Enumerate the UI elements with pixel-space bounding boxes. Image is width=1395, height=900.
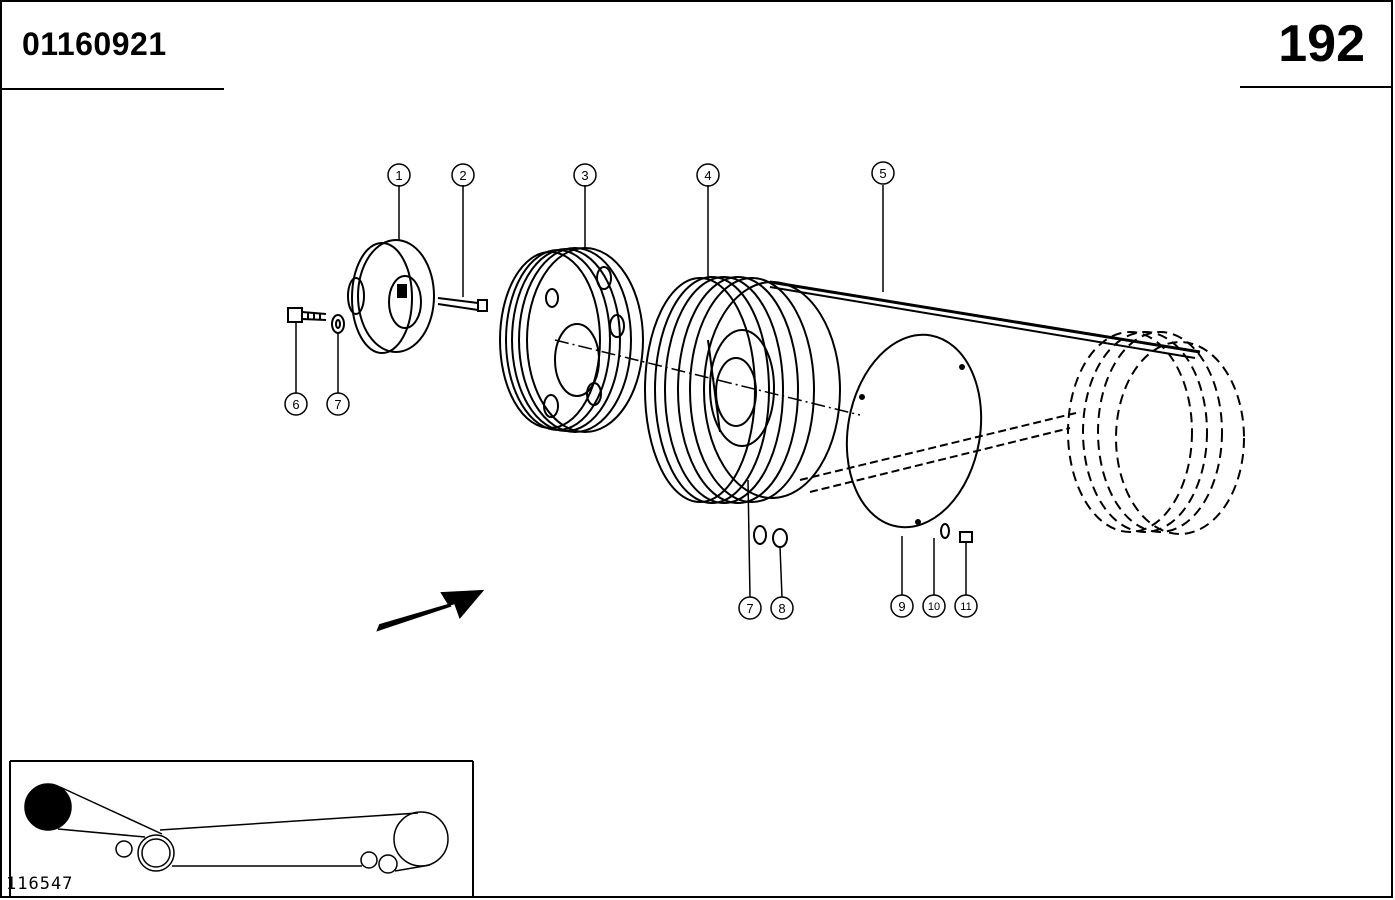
figure-number: 116547 xyxy=(6,874,74,894)
callout-11: 11 xyxy=(960,601,971,613)
part-cover-disc xyxy=(845,333,983,529)
part-hub-flange xyxy=(347,239,435,354)
callouts xyxy=(284,161,978,620)
leader-lines xyxy=(295,185,967,598)
callout-5: 5 xyxy=(879,166,886,181)
part-belt xyxy=(769,280,1201,493)
callout-8: 8 xyxy=(778,601,785,616)
direction-arrow xyxy=(376,589,485,632)
callout-3: 3 xyxy=(581,168,588,183)
part-pin xyxy=(437,297,488,312)
callout-4: 4 xyxy=(704,168,711,183)
callout-7-lower: 7 xyxy=(746,601,753,616)
driven-pulley-phantom xyxy=(1067,331,1245,535)
part-large-pulley xyxy=(644,276,841,504)
page-number: 192 xyxy=(1278,15,1365,73)
document-number: 01160921 xyxy=(22,26,167,62)
callout-2: 2 xyxy=(459,168,466,183)
inset-driven-pulley xyxy=(393,811,449,867)
callout-9: 9 xyxy=(898,599,905,614)
inset-tensioner xyxy=(137,834,175,872)
center-line xyxy=(554,339,861,416)
callout-7: 7 xyxy=(334,397,341,412)
callout-1: 1 xyxy=(395,168,402,183)
part-washer-small xyxy=(940,523,950,539)
callout-6: 6 xyxy=(292,397,299,412)
callout-10: 10 xyxy=(928,601,940,613)
inset-idler xyxy=(115,840,133,858)
part-bolt xyxy=(287,307,327,323)
part-washer-lower xyxy=(753,525,767,545)
inset-drive-pulley xyxy=(24,783,72,831)
